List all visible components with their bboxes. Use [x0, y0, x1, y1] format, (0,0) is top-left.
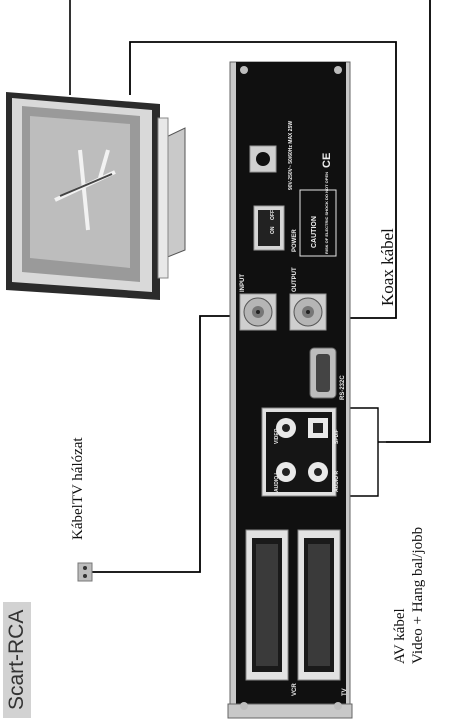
av-cable-line	[386, 0, 431, 443]
cable-tv-network-label: KábelTV hálózat	[70, 437, 86, 540]
output-label: OUTPUT	[292, 267, 298, 292]
spdif-label: SPDIF	[334, 429, 340, 444]
off-label: OFF	[270, 210, 276, 220]
cabletv-wall-socket	[77, 562, 93, 582]
tv-set	[6, 92, 186, 300]
av-cable-label: AV kábel	[392, 608, 408, 664]
scart-tv-socket	[297, 529, 341, 681]
caution-label: CAUTION	[311, 216, 318, 248]
video-label: VIDEO	[274, 428, 280, 444]
coax-cable-label: Koax kábel	[378, 228, 397, 306]
audio-l-label: AUDIO L	[274, 471, 280, 492]
caution-box	[299, 189, 337, 257]
vcr-label: VCR	[292, 683, 298, 696]
rf-input-connector	[239, 293, 277, 331]
cabletv-cable-line	[90, 315, 246, 573]
caution-note: RISK OF ELECTRIC SHOCK DO NOT OPEN	[324, 172, 329, 254]
coax-cable-line	[129, 41, 397, 319]
power-label: POWER	[292, 229, 298, 252]
rating-label: 90V-250V~ 50/60Hz MAX 25W	[288, 121, 294, 190]
rs232-label: RS-232C	[340, 375, 346, 400]
audio-r-label: AUDIO R	[334, 471, 340, 493]
video-audio-lr-label: Video + Hang bal/jobb	[410, 526, 426, 664]
on-label: ON	[270, 226, 276, 234]
tv-label: TV	[342, 688, 348, 696]
rs232-port	[309, 347, 337, 399]
ce-mark: CE	[321, 153, 333, 168]
scart-rca-label: Scart-RCA	[3, 601, 31, 718]
rf-output-connector	[289, 293, 327, 331]
scart-vcr-socket	[245, 529, 289, 681]
input-label: INPUT	[240, 274, 246, 292]
av-connector-panel	[261, 407, 337, 497]
receiver-back-panel: 90V-250V~ 50/60Hz MAX 25W POWER ON OFF C…	[227, 61, 353, 719]
